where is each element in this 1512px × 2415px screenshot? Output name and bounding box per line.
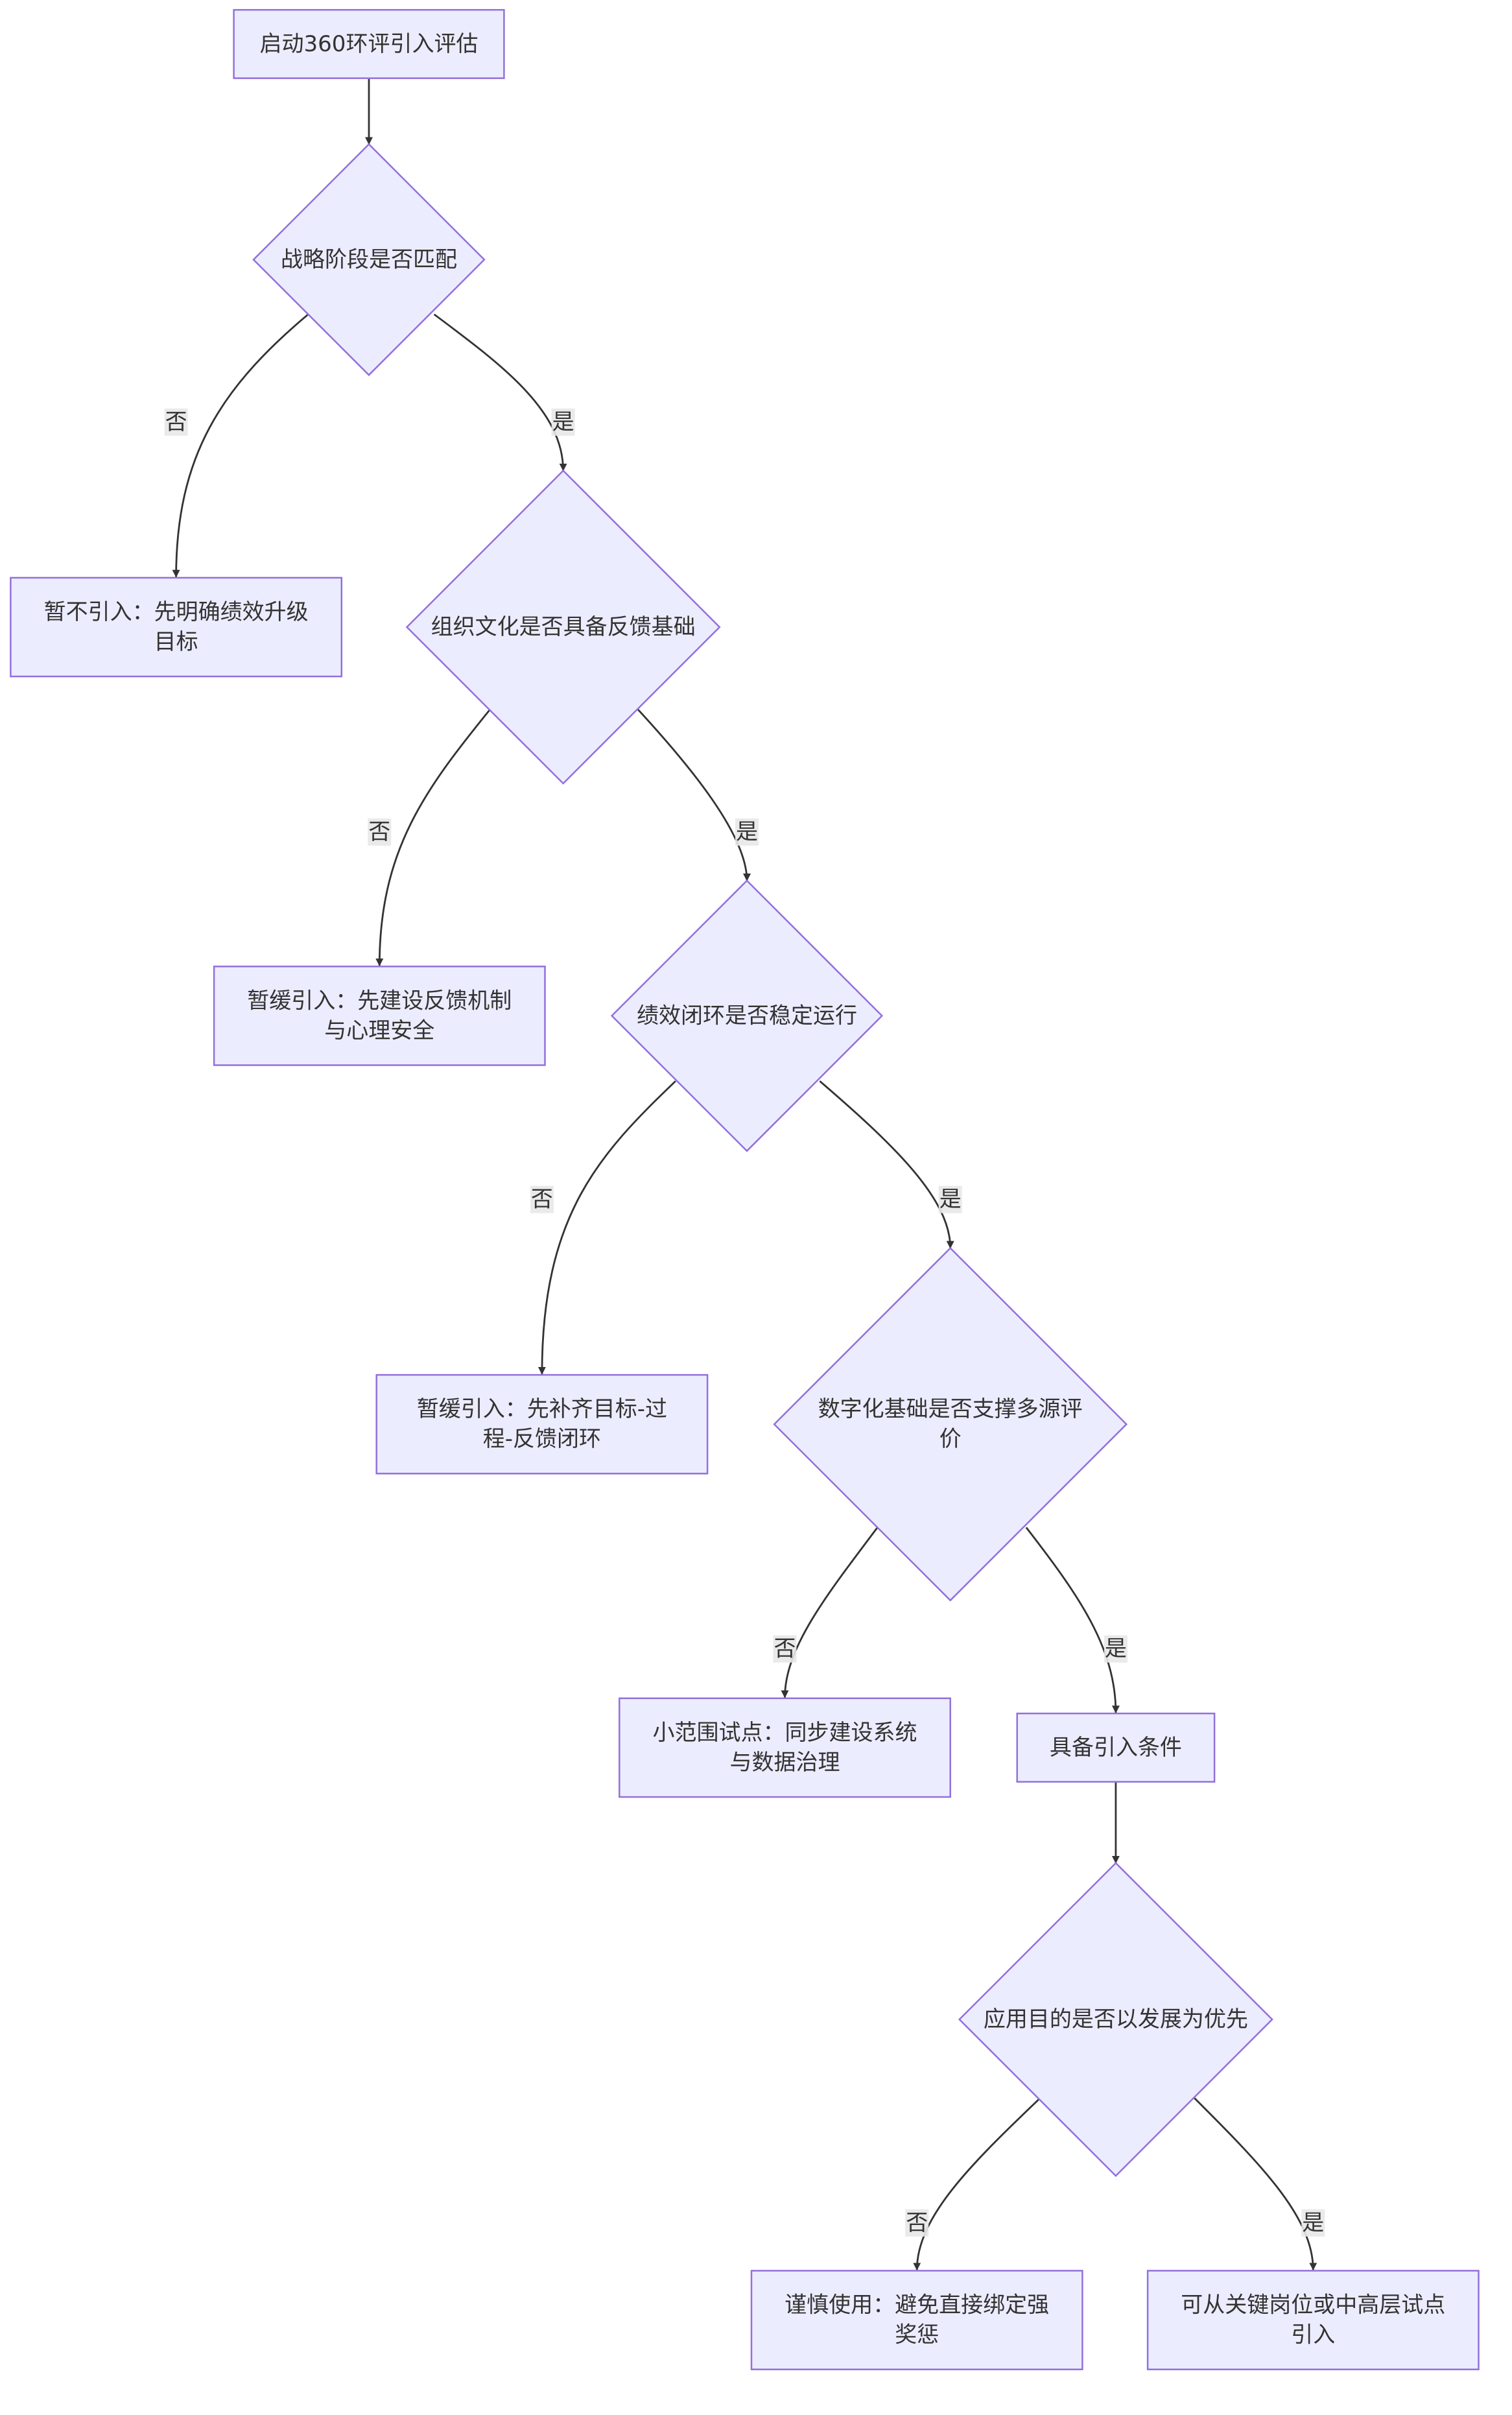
- edge-d3-to-n3: [537, 1080, 676, 1375]
- edge-label-d3-to-d4: 是: [938, 1185, 962, 1213]
- node-label: 暂不引入：先明确绩效升级目标: [44, 599, 309, 655]
- decision-node-d1: 战略阶段是否匹配: [252, 143, 486, 377]
- node-label: 具备引入条件: [1050, 1735, 1182, 1761]
- node-label: 启动360环评引入评估: [260, 31, 478, 57]
- edge-d5-to-n6: [1192, 2096, 1317, 2271]
- decision-diamond: [958, 1862, 1273, 2177]
- edge-label-d5-to-n6: 是: [1301, 2209, 1325, 2237]
- process-box: [10, 577, 343, 678]
- process-box: [619, 1697, 951, 1798]
- edges-layer: [172, 78, 1317, 2271]
- process-node-n6: 可从关键岗位或中高层试点引入: [1146, 2270, 1480, 2370]
- decision-node-d5: 应用目的是否以发展为优先: [958, 1862, 1273, 2177]
- process-node-n1: 暂不引入：先明确绩效升级目标: [10, 577, 343, 678]
- process-box: [233, 8, 505, 79]
- process-node-start: 启动360环评引入评估: [233, 8, 505, 79]
- node-label: 谨慎使用：避免直接绑定强奖惩: [785, 2292, 1049, 2348]
- edge-label-d1-to-n1: 否: [164, 408, 188, 436]
- process-box: [750, 2270, 1083, 2370]
- edge-label-d5-to-n5: 否: [905, 2209, 929, 2237]
- decision-node-d2: 组织文化是否具备反馈基础: [405, 470, 721, 785]
- edge-d2-to-n2: [375, 708, 491, 967]
- edge-label-text: 是: [552, 409, 574, 435]
- edge-label-d3-to-n3: 否: [530, 1185, 554, 1213]
- process-node-ready: 具备引入条件: [1016, 1712, 1216, 1783]
- edge-d4-to-n4: [781, 1527, 879, 1698]
- edge-label-text: 否: [906, 2210, 928, 2236]
- edge-d1-to-n1: [172, 313, 309, 578]
- edge-label-text: 是: [736, 819, 758, 845]
- node-label: 战略阶段是否匹配: [281, 246, 457, 272]
- process-node-n3: 暂缓引入：先补齐目标-过程-反馈闭环: [375, 1374, 709, 1475]
- process-box: [213, 966, 546, 1066]
- decision-diamond: [252, 143, 486, 377]
- edge-d2-to-d3: [637, 708, 751, 881]
- node-label: 数字化基础是否支撑多源评价: [818, 1396, 1083, 1452]
- edge-label-d4-to-n4: 否: [773, 1635, 797, 1663]
- edge-label-d2-to-n2: 否: [368, 818, 392, 846]
- node-label: 小范围试点：同步建设系统与数据治理: [653, 1720, 917, 1776]
- node-label: 暂缓引入：先补齐目标-过程-反馈闭环: [417, 1396, 667, 1452]
- edge-labels-layer: 否是否是否是否是否是: [164, 408, 1325, 2237]
- edge-label-text: 否: [368, 819, 390, 845]
- node-label: 组织文化是否具备反馈基础: [431, 614, 696, 640]
- node-label: 可从关键岗位或中高层试点引入: [1181, 2292, 1445, 2348]
- process-node-n5: 谨慎使用：避免直接绑定强奖惩: [750, 2270, 1083, 2370]
- edge-label-text: 否: [531, 1187, 553, 1213]
- edge-label-text: 否: [774, 1636, 796, 1662]
- edge-label-text: 是: [939, 1187, 962, 1213]
- decision-node-d4: 数字化基础是否支撑多源评价: [773, 1246, 1128, 1602]
- edge-label-d4-to-ready: 是: [1104, 1635, 1128, 1663]
- edge-d1-to-d2: [433, 313, 567, 471]
- decision-node-d3: 绩效闭环是否稳定运行: [610, 879, 884, 1152]
- process-node-n2: 暂缓引入：先建设反馈机制与心理安全: [213, 966, 546, 1066]
- process-box: [1016, 1712, 1216, 1783]
- edge-label-d2-to-d3: 是: [735, 818, 759, 846]
- node-label: 应用目的是否以发展为优先: [984, 2006, 1248, 2032]
- decision-diamond: [405, 470, 721, 785]
- process-node-n4: 小范围试点：同步建设系统与数据治理: [619, 1697, 951, 1798]
- edge-d5-to-n5: [913, 2096, 1043, 2271]
- edge-d4-to-ready: [1025, 1527, 1120, 1714]
- edge-label-text: 是: [1105, 1636, 1127, 1662]
- node-label: 绩效闭环是否稳定运行: [637, 1003, 857, 1029]
- node-label: 暂缓引入：先建设反馈机制与心理安全: [247, 988, 512, 1043]
- decision-diamond: [610, 879, 884, 1152]
- edge-label-text: 否: [165, 409, 187, 435]
- edge-d3-to-d4: [819, 1080, 954, 1249]
- decision-diamond: [773, 1246, 1128, 1602]
- edge-label-d1-to-d2: 是: [551, 408, 575, 436]
- process-box: [1146, 2270, 1480, 2370]
- process-box: [375, 1374, 709, 1475]
- edge-label-text: 是: [1302, 2210, 1324, 2236]
